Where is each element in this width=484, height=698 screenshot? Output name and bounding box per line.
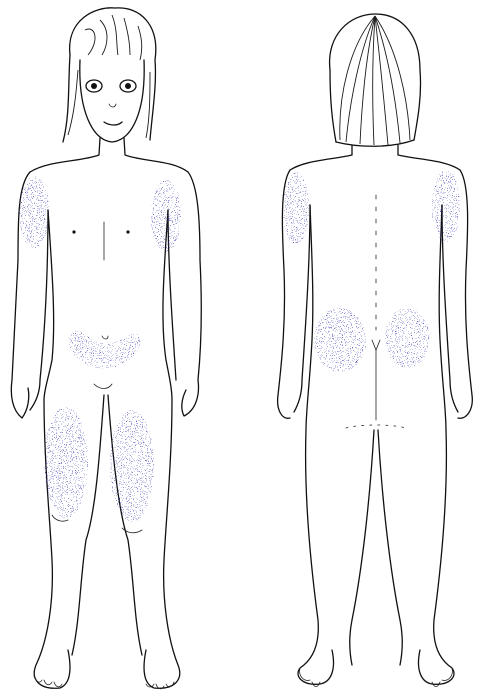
front-right-thigh-lesion xyxy=(44,406,88,518)
front-view xyxy=(11,8,201,689)
back-view xyxy=(278,14,473,687)
back-right-leg xyxy=(298,430,333,684)
back-left-arm xyxy=(458,170,472,418)
back-right-buttock-lesion xyxy=(314,308,366,372)
back-hair xyxy=(330,14,421,146)
back-left-leg xyxy=(419,430,454,684)
front-right-upper-arm-lesion xyxy=(19,176,49,248)
front-left-arm xyxy=(182,172,201,416)
back-left-buttock-lesion xyxy=(385,308,429,368)
back-lesions xyxy=(283,170,460,372)
back-left-upper-arm-lesion xyxy=(432,170,460,242)
back-right-upper-arm-lesion xyxy=(283,172,309,244)
front-neck xyxy=(30,138,100,172)
front-lower-abdomen-lesion xyxy=(68,331,140,368)
front-face xyxy=(80,60,144,142)
front-hair xyxy=(63,8,156,142)
front-left-upper-arm-lesion xyxy=(151,180,181,252)
front-left-thigh-lesion xyxy=(110,410,154,522)
